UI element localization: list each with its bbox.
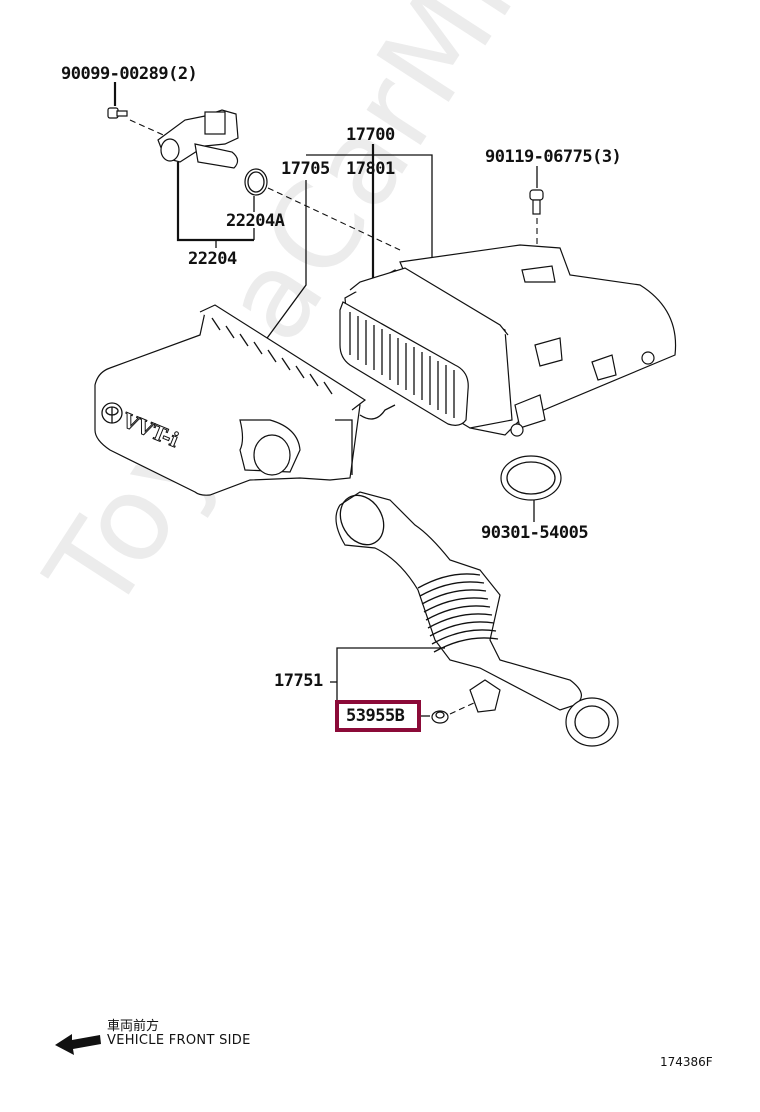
air-flow-meter-icon (157, 109, 239, 169)
part-number-17700[interactable]: 17700 (346, 125, 395, 145)
part-number-90301-54005[interactable]: 90301-54005 (481, 523, 589, 543)
part-number-53955b[interactable]: 53955B (346, 706, 405, 726)
part-number-90119-06775[interactable]: 90119-06775(3) (485, 147, 622, 167)
orientation-label-en: VEHICLE FRONT SIDE (107, 1033, 251, 1048)
intake-hose-icon (335, 491, 619, 747)
air-filter-element-icon (339, 267, 513, 429)
highlighted-part-box (335, 700, 421, 732)
part-number-22204a[interactable]: 22204A (226, 211, 285, 231)
bolt-90099-icon (107, 107, 128, 119)
part-number-17705[interactable]: 17705 (281, 159, 330, 179)
clip-icon (510, 423, 524, 437)
air-cleaner-cap-icon (94, 304, 396, 496)
part-number-90099-00289[interactable]: 90099-00289(2) (61, 64, 198, 84)
hose-flange-icon (565, 697, 619, 747)
arrow-left-icon (55, 1034, 101, 1055)
diagram-code: 174386F (660, 1055, 713, 1069)
part-number-17751[interactable]: 17751 (274, 671, 323, 691)
grommet-53955b-icon (431, 710, 449, 724)
bolt-90119-icon (529, 189, 544, 215)
orientation-label-jp: 車両前方 (107, 1019, 160, 1034)
o-ring-90301-icon (500, 455, 562, 501)
part-number-17801[interactable]: 17801 (346, 159, 395, 179)
part-number-22204[interactable]: 22204 (188, 249, 237, 269)
